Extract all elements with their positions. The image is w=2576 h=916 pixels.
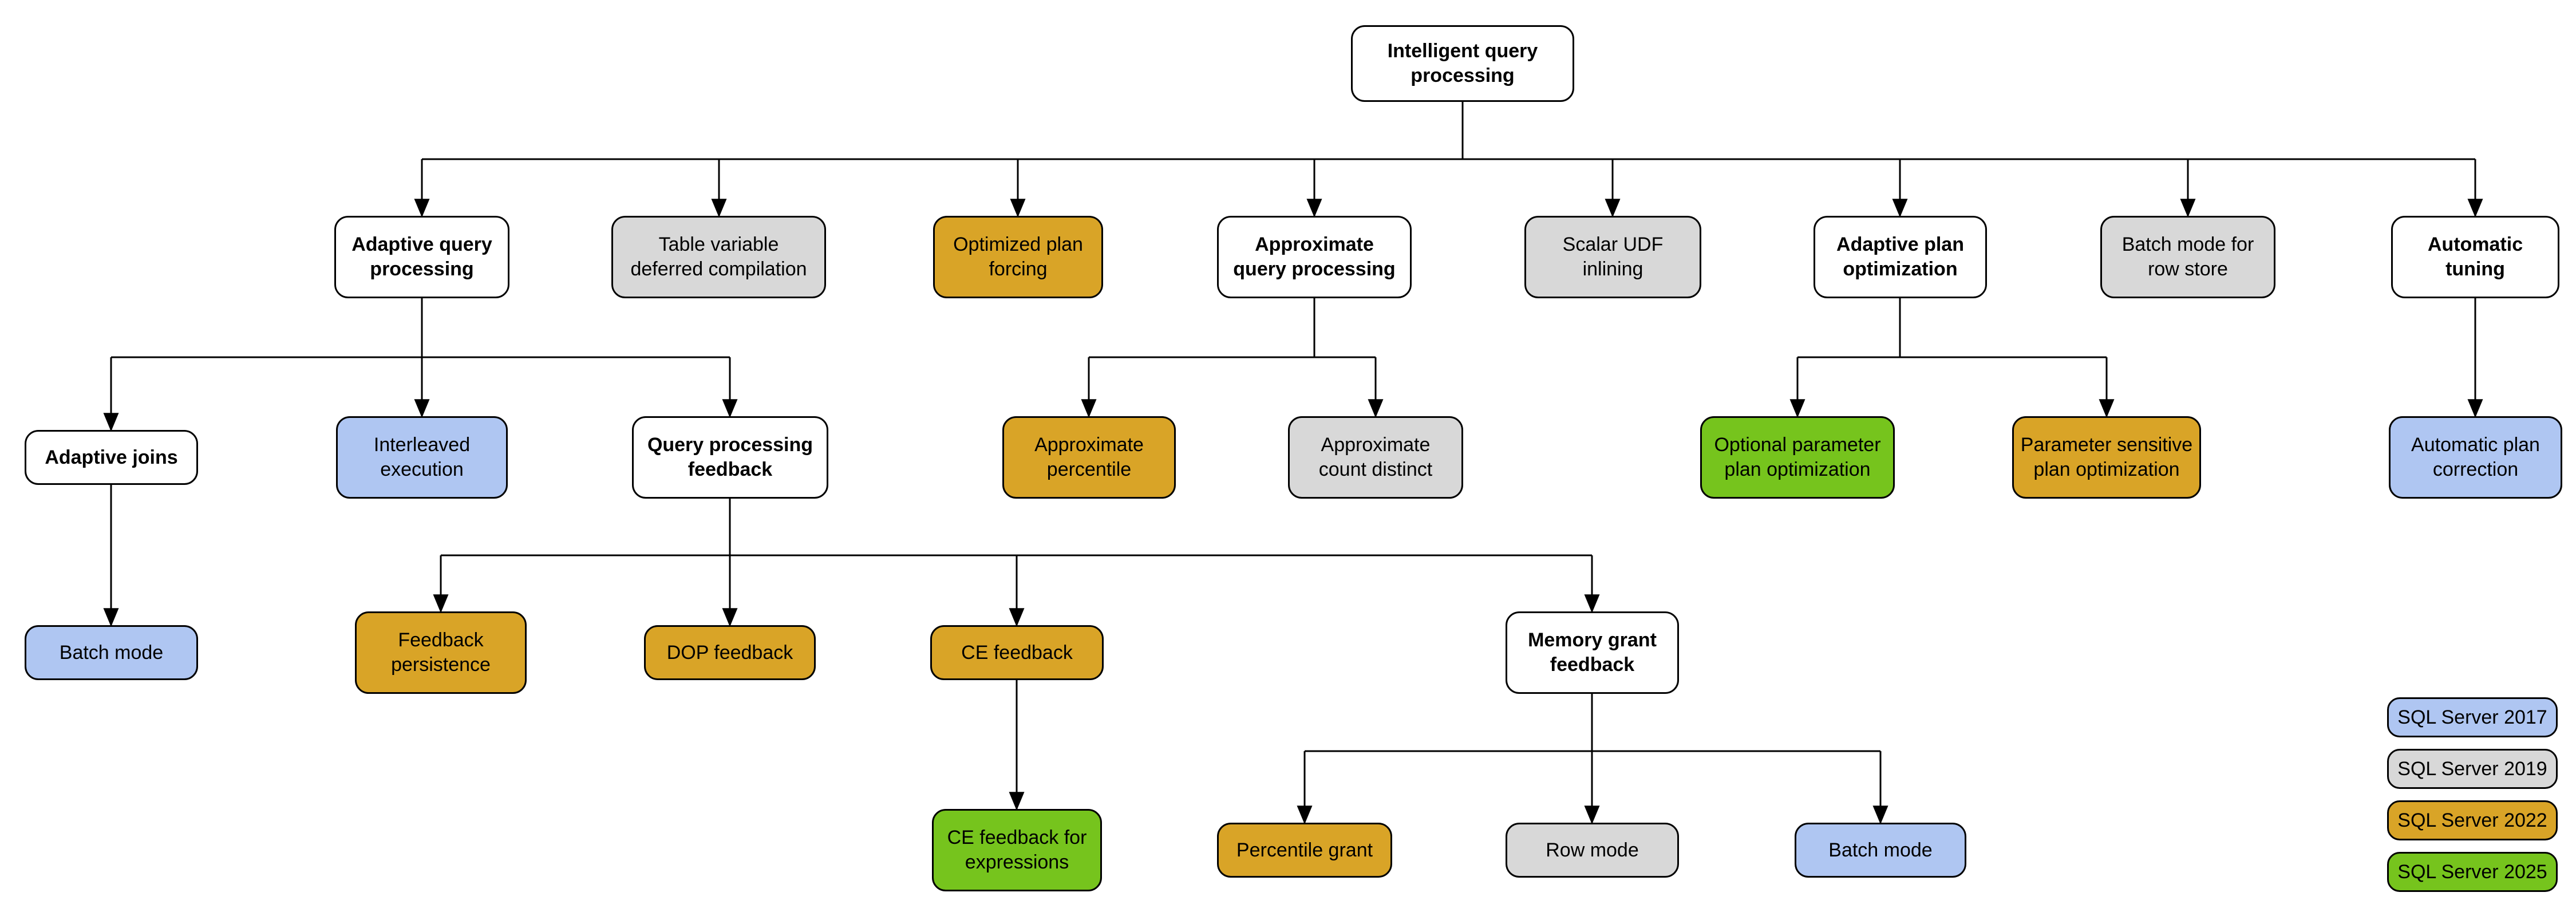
node-optimized-plan-forcing: Optimized plan forcing	[933, 216, 1103, 298]
node-query-processing-feedback: Query processing feedback	[632, 416, 828, 499]
node-dop-feedback: DOP feedback	[644, 625, 816, 680]
node-batch-mode-memory-grant: Batch mode	[1795, 823, 1966, 878]
node-approximate-percentile: Approximate percentile	[1002, 416, 1176, 499]
node-table-variable-deferred-compilation: Table variable deferred compilation	[611, 216, 826, 298]
node-batch-mode-for-row-store: Batch mode for row store	[2100, 216, 2275, 298]
node-scalar-udf-inlining: Scalar UDF inlining	[1524, 216, 1701, 298]
node-automatic-plan-correction: Automatic plan correction	[2389, 416, 2562, 499]
node-adaptive-joins: Adaptive joins	[25, 430, 198, 485]
node-feedback-persistence: Feedback persistence	[355, 611, 527, 694]
node-ce-feedback-for-expressions: CE feedback for expressions	[932, 809, 1102, 891]
node-intelligent-query-processing: Intelligent query processing	[1351, 25, 1574, 102]
node-parameter-sensitive-plan-optimization: Parameter sensitive plan optimization	[2012, 416, 2201, 499]
node-memory-grant-feedback: Memory grant feedback	[1506, 611, 1679, 694]
node-approximate-count-distinct: Approximate count distinct	[1288, 416, 1463, 499]
node-percentile-grant: Percentile grant	[1217, 823, 1392, 878]
node-ce-feedback: CE feedback	[930, 625, 1104, 680]
legend-sql-server-2017: SQL Server 2017	[2387, 697, 2558, 737]
node-approximate-query-processing: Approximate query processing	[1217, 216, 1412, 298]
legend-sql-server-2025: SQL Server 2025	[2387, 852, 2558, 892]
node-automatic-tuning: Automatic tuning	[2391, 216, 2559, 298]
node-row-mode: Row mode	[1506, 823, 1679, 878]
node-batch-mode-adaptive-joins: Batch mode	[25, 625, 198, 680]
node-optional-parameter-plan-optimization: Optional parameter plan optimization	[1700, 416, 1895, 499]
node-adaptive-query-processing: Adaptive query processing	[334, 216, 509, 298]
node-interleaved-execution: Interleaved execution	[336, 416, 508, 499]
legend-sql-server-2022: SQL Server 2022	[2387, 800, 2558, 840]
node-adaptive-plan-optimization: Adaptive plan optimization	[1814, 216, 1987, 298]
legend-sql-server-2019: SQL Server 2019	[2387, 749, 2558, 789]
